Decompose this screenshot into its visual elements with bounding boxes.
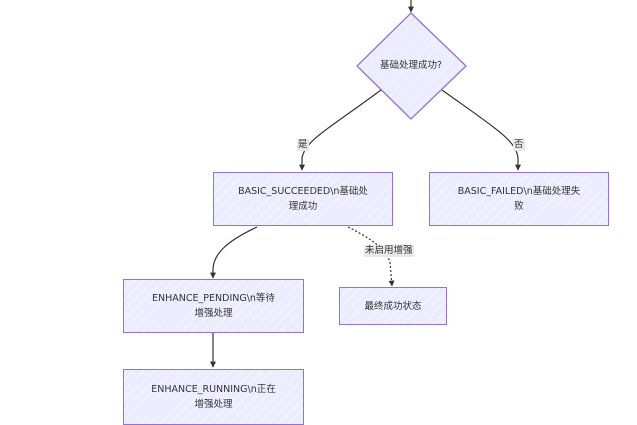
node-enhance-pending-line2: 增强处理 (194, 308, 233, 319)
edge-label-no: 否 (513, 139, 525, 151)
node-final-success[interactable]: 最终成功状态 (339, 287, 447, 325)
node-basic-succeeded-line1: BASIC_SUCCEEDED\n基础处 (238, 186, 368, 197)
edge-yes (299, 89, 382, 171)
node-basic-failed-line1: BASIC_FAILED\n基础处理失 (457, 186, 581, 197)
node-basic-failed-line2: 败 (514, 201, 524, 212)
node-enhance-pending-line1: ENHANCE_PENDING\n等待 (152, 293, 275, 304)
edge-label-yes: 是 (297, 139, 309, 151)
decision-diamond[interactable] (356, 12, 467, 120)
edge-no (441, 89, 521, 171)
decision-label: 基础处理成功? (379, 60, 443, 71)
node-final-success-label: 最终成功状态 (364, 300, 422, 312)
node-enhance-running-line1: ENHANCE_RUNNING\n正在 (151, 384, 276, 395)
edge-label-no-enhance: 未启用增强 (364, 245, 414, 257)
edge-succeeded-to-pending (210, 226, 258, 279)
node-enhance-running-line2: 增强处理 (194, 399, 233, 410)
node-enhance-running[interactable]: ENHANCE_RUNNING\n正在 增强处理 (123, 369, 304, 425)
node-basic-succeeded-line2: 理成功 (288, 201, 318, 212)
node-basic-succeeded[interactable]: BASIC_SUCCEEDED\n基础处 理成功 (213, 172, 393, 226)
node-enhance-pending[interactable]: ENHANCE_PENDING\n等待 增强处理 (123, 279, 304, 333)
node-basic-failed[interactable]: BASIC_FAILED\n基础处理失 败 (429, 172, 609, 226)
